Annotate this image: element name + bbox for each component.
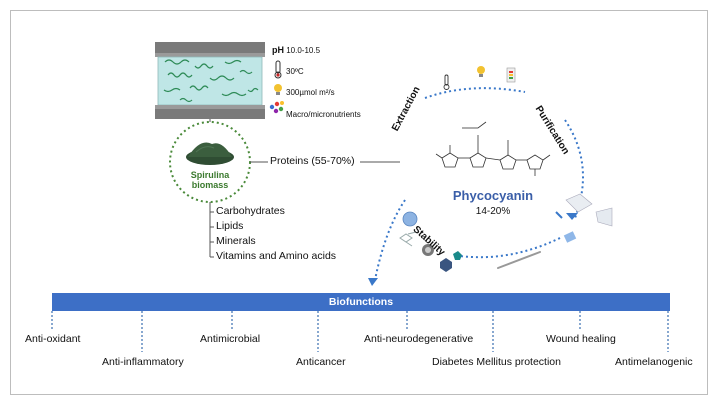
stability-icons	[399, 211, 462, 272]
ph-strip-icon	[506, 67, 516, 83]
nutrients-icon	[269, 101, 284, 114]
phycocyanin-molecule	[435, 121, 551, 176]
temperature-condition: 30ºC	[286, 67, 304, 76]
biomass-label-line2: biomass	[191, 180, 229, 190]
thermometer-small-icon	[443, 74, 450, 90]
phycocyanin-title: Phycocyanin	[452, 188, 534, 203]
component-carbohydrates: Carbohydrates	[216, 205, 285, 217]
biofunction-antimelanogenic: Antimelanogenic	[615, 356, 693, 368]
proteins-label: Proteins (55-70%)	[270, 155, 355, 167]
biofunction-antioxidant: Anti-oxidant	[25, 333, 81, 345]
figure-frame	[10, 10, 708, 395]
thermometer-icon	[274, 60, 282, 79]
component-lipids: Lipids	[216, 220, 244, 232]
biofunction-anti-neurodegenerative: Anti-neurodegenerative	[364, 333, 474, 345]
spirulina-filaments	[163, 59, 259, 103]
phycocyanin-percentage: 14-20%	[475, 206, 511, 217]
ph-condition: pH 10.0-10.5	[272, 45, 320, 56]
arrow-head-biofunctions	[368, 278, 378, 286]
spirulina-biomass-node	[169, 121, 251, 203]
light-bulb-icon	[274, 84, 282, 95]
nutrients-condition: Macro/micronutrients	[286, 110, 361, 119]
ph-value: 10.0-10.5	[286, 46, 321, 55]
purification-icons	[497, 193, 613, 269]
biofunctions-bar: Biofunctions	[52, 293, 670, 311]
light-condition: 300µmol m²/s	[286, 88, 335, 97]
biomass-label-line1: Spirulina	[190, 170, 230, 180]
components-tree	[209, 202, 214, 258]
biofunction-drops	[51, 311, 669, 352]
component-vitamins: Vitamins and Amino acids	[216, 250, 337, 262]
ph-label: pH	[272, 45, 284, 55]
bulb-small-icon	[477, 66, 485, 77]
arrow-head-purification	[566, 213, 578, 220]
biofunction-diabetes-protection: Diabetes Mellitus protection	[432, 356, 561, 368]
biofunction-anti-inflammatory: Anti-inflammatory	[102, 356, 184, 368]
biofunction-wound-healing: Wound healing	[546, 333, 616, 345]
bioreactor-tank	[155, 42, 265, 119]
biofunction-anticancer: Anticancer	[296, 356, 346, 368]
biofunction-antimicrobial: Antimicrobial	[200, 333, 261, 345]
biomass-label: Spirulina biomass	[176, 170, 244, 190]
component-minerals: Minerals	[216, 235, 256, 247]
